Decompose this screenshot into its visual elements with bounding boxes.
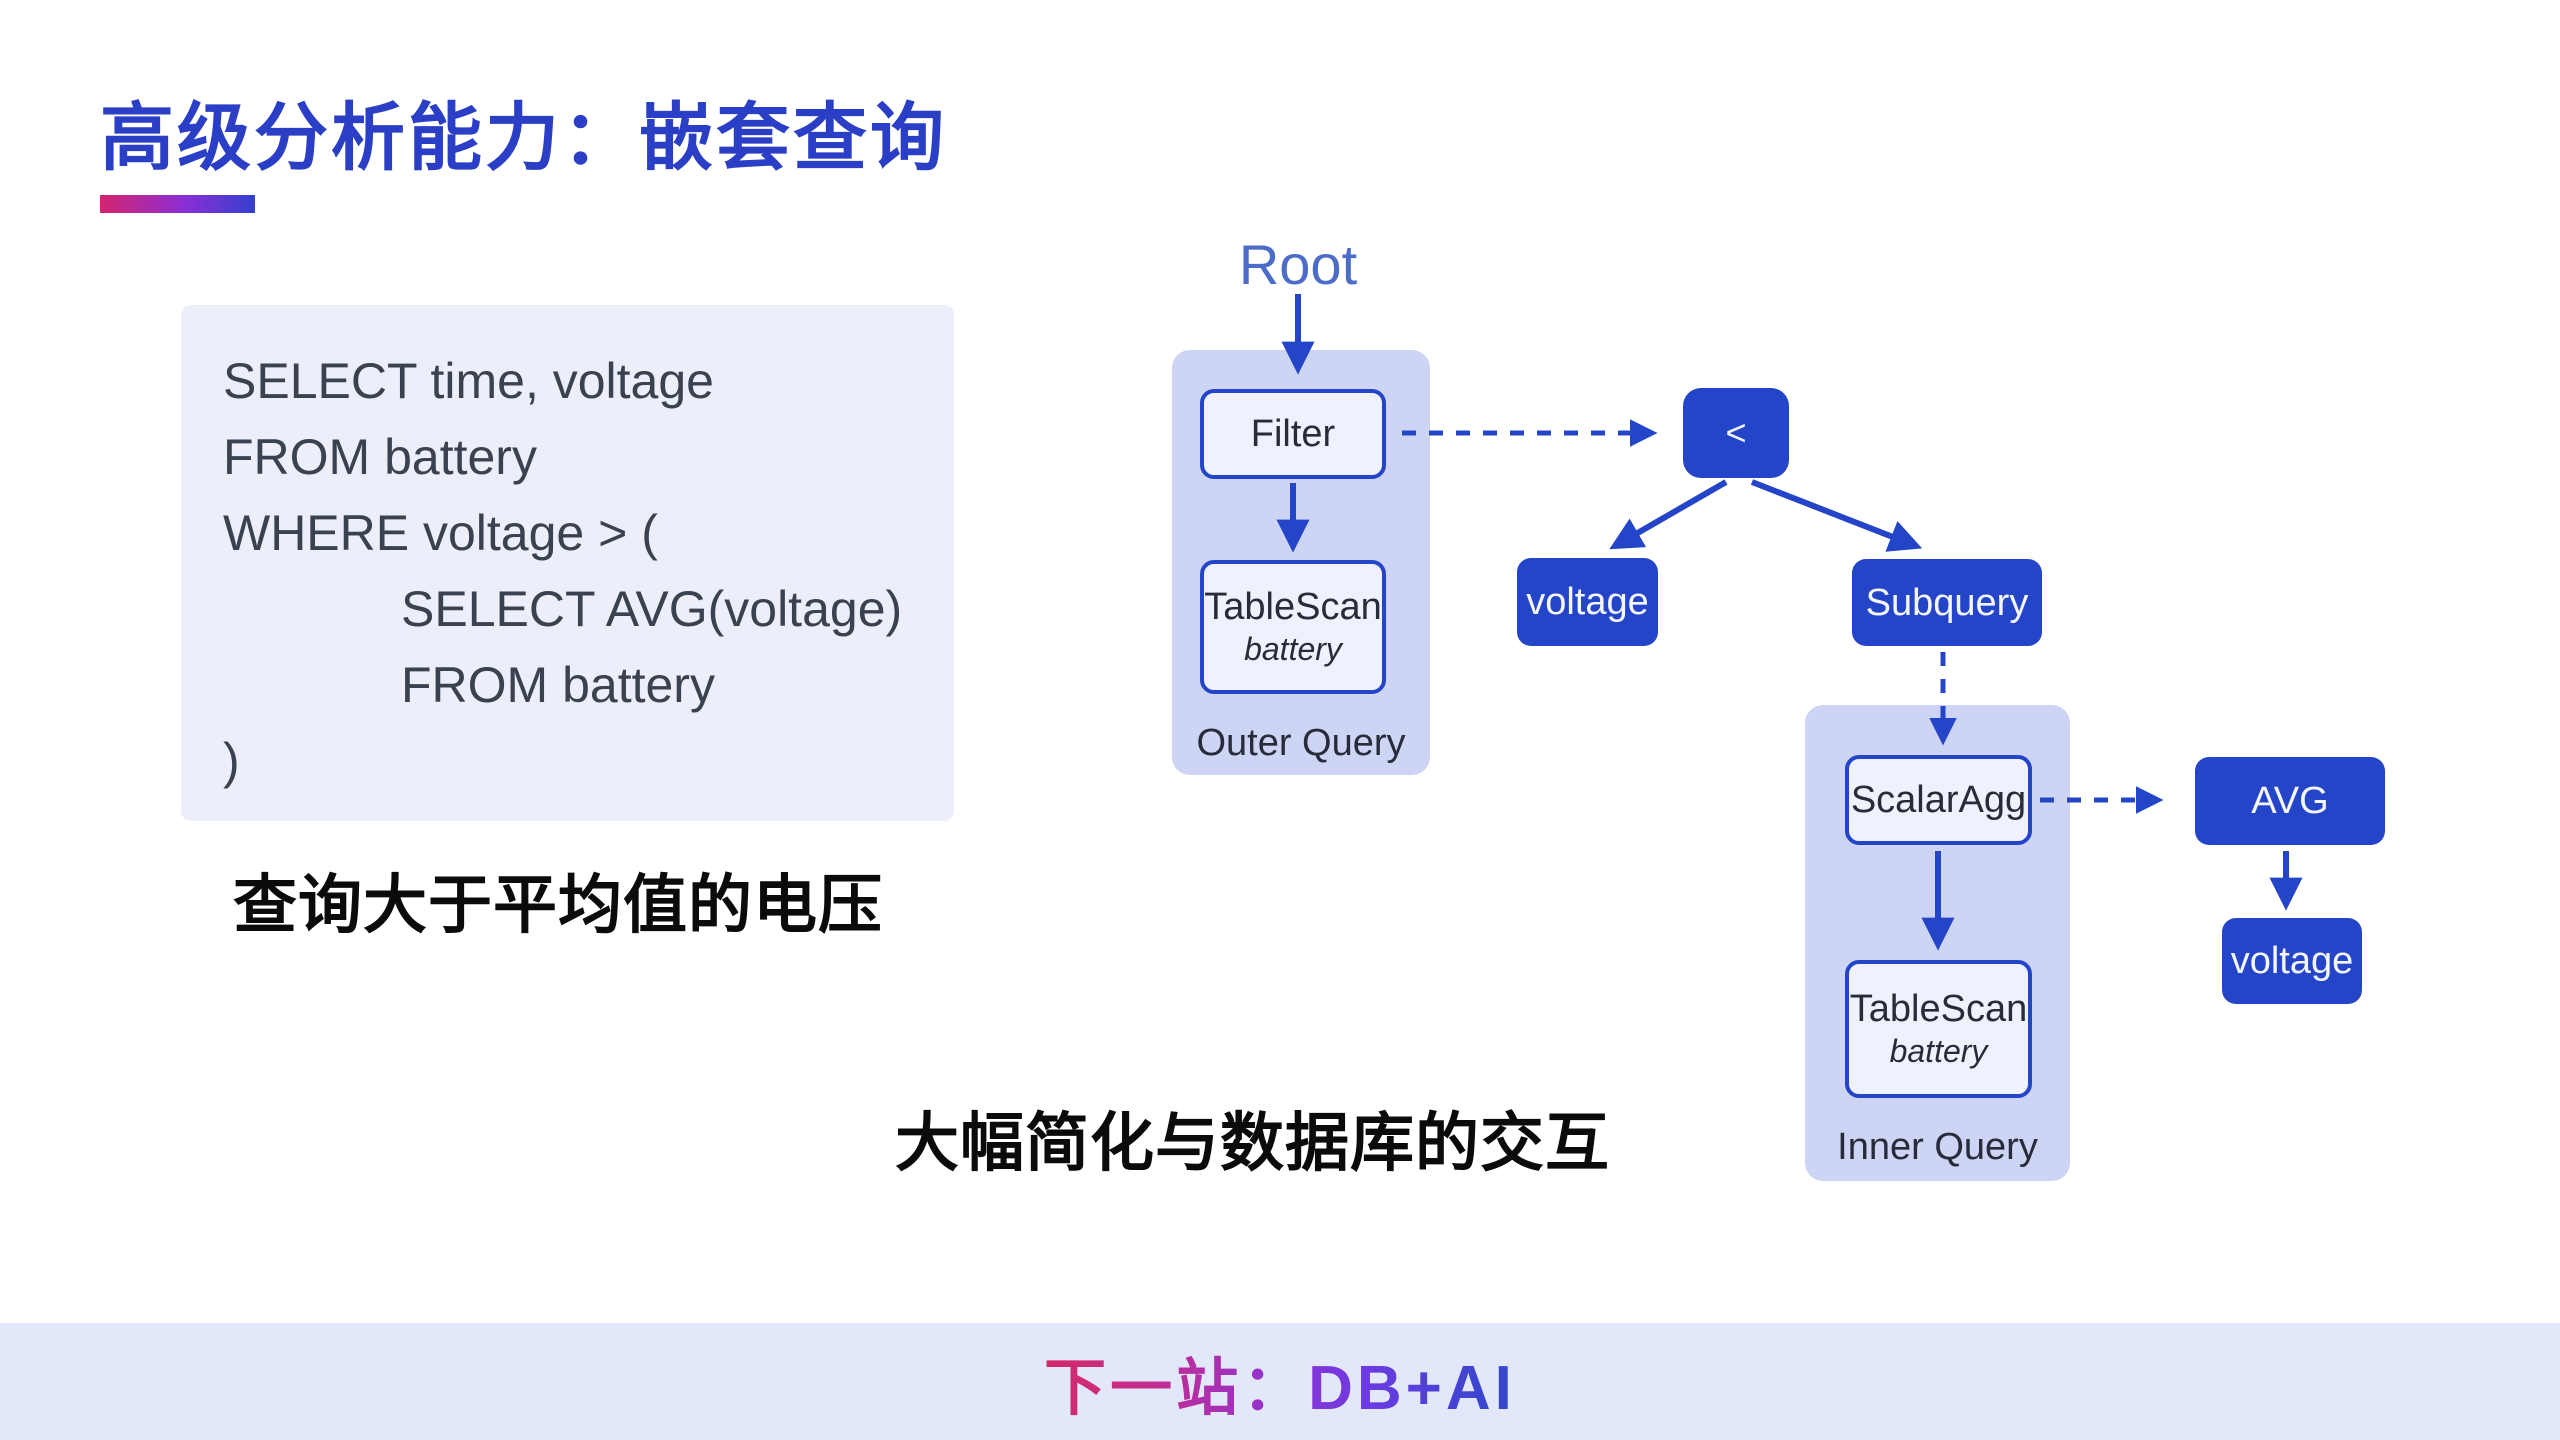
- node-voltage-operand-label: voltage: [1526, 581, 1649, 623]
- sql-line: SELECT AVG(voltage): [401, 581, 903, 637]
- root-label: Root: [1238, 233, 1358, 296]
- sql-code-card: SELECT time, voltage FROM battery WHERE …: [181, 305, 954, 821]
- sql-line: SELECT time, voltage: [223, 353, 714, 409]
- footer-bar: 下一站：DB+AI: [0, 1323, 2560, 1440]
- node-subquery: Subquery: [1852, 559, 2042, 646]
- node-subquery-label: Subquery: [1865, 581, 2029, 624]
- node-avg-function: AVG: [2195, 757, 2385, 845]
- outer-query-group-label: Outer Query: [1196, 722, 1406, 764]
- sql-line: FROM battery: [223, 429, 537, 485]
- node-filter-label: Filter: [1250, 413, 1336, 455]
- node-tablescan-outer: TableScan battery: [1200, 560, 1386, 694]
- footer-slogan: 下一站：DB+AI: [1044, 1337, 1516, 1427]
- inner-query-group-label: Inner Query: [1837, 1126, 2038, 1168]
- node-scalaragg-label: ScalarAgg: [1850, 779, 2027, 821]
- node-tablescan-outer-label: TableScan: [1204, 586, 1382, 628]
- node-tablescan-inner: TableScan battery: [1845, 960, 2032, 1098]
- node-tablescan-outer-table: battery: [1244, 631, 1342, 667]
- title-accent-bar: [100, 195, 255, 213]
- node-tablescan-inner-label: TableScan: [1849, 988, 2028, 1030]
- node-avg-label: AVG: [2251, 780, 2329, 822]
- sql-line: WHERE voltage > (: [223, 505, 658, 561]
- node-voltage-argument-label: voltage: [2230, 940, 2354, 982]
- caption-simplify-interaction: 大幅简化与数据库的交互: [895, 1107, 1610, 1179]
- node-voltage-argument: voltage: [2222, 918, 2362, 1004]
- page-title: 高级分析能力：嵌套查询: [100, 96, 947, 179]
- node-filter: Filter: [1200, 389, 1386, 479]
- sql-line: ): [223, 733, 240, 789]
- node-less-than-label: <: [1725, 412, 1747, 453]
- node-voltage-operand: voltage: [1517, 558, 1658, 646]
- edge-lt-to-voltage-arrow: [1609, 479, 1728, 550]
- node-tablescan-inner-table: battery: [1889, 1033, 1988, 1069]
- caption-query-average: 查询大于平均值的电压: [233, 869, 883, 941]
- node-scalaragg: ScalarAgg: [1845, 755, 2032, 845]
- edge-lt-to-subquery-arrow: [1750, 479, 1923, 552]
- sql-line: FROM battery: [401, 657, 715, 713]
- node-less-than-operator: <: [1683, 388, 1789, 478]
